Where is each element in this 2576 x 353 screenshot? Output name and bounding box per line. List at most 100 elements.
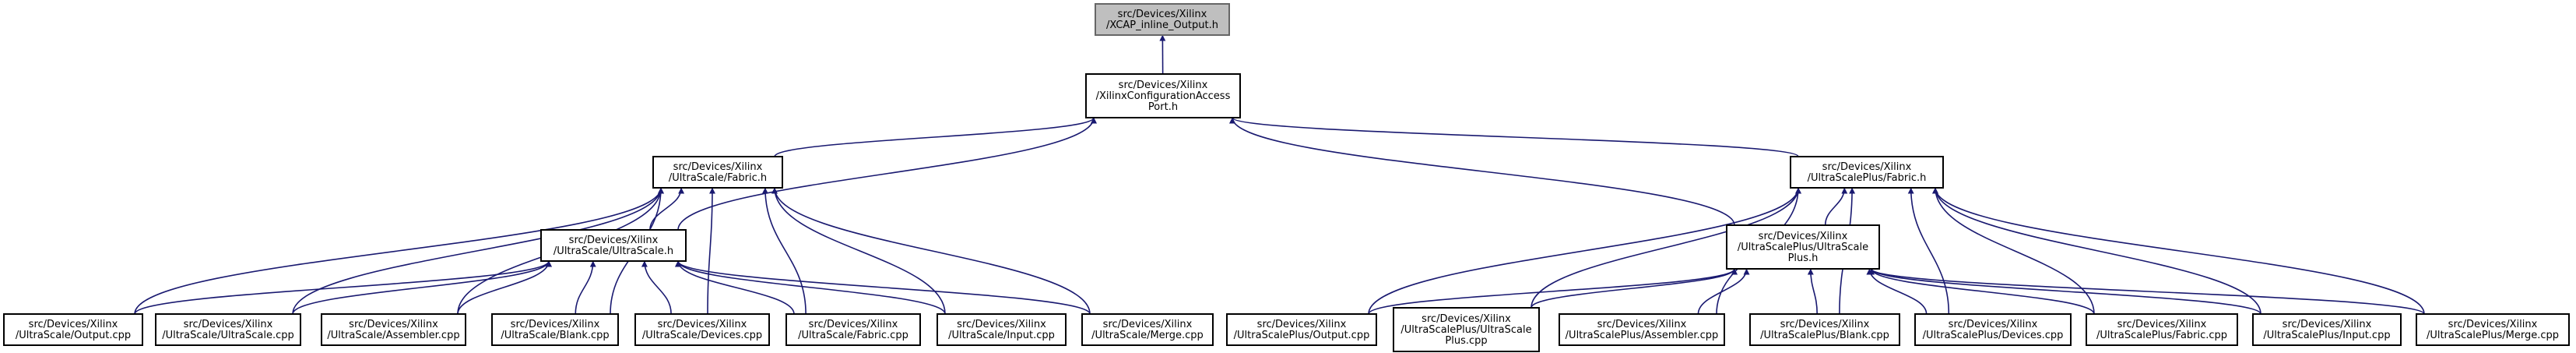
- edge-us_merge_cpp-to-us_fabric_h: [771, 187, 1091, 315]
- edge-usp_ultrascaleplus_cpp-to-usp_ultrascaleplus_h: [1530, 268, 1738, 309]
- node-label-line: src/Devices/Xilinx: [2283, 319, 2372, 330]
- edge-us_assembler_cpp-to-us_ultrascale_h: [457, 260, 552, 315]
- node-us_fabric_h[interactable]: src/Devices/Xilinx/UltraScale/Fabric.h: [652, 156, 783, 189]
- edge-us_ultrascale_cpp-to-us_ultrascale_h: [292, 260, 552, 315]
- node-label-line: /UltraScalePlus/Merge.cpp: [2427, 330, 2559, 341]
- node-label-line: /UltraScalePlus/UltraScale: [1738, 242, 1868, 253]
- node-label-line: src/Devices/Xilinx: [2448, 319, 2538, 330]
- edge-us_fabric_cpp-to-us_ultrascale_h: [675, 260, 795, 315]
- edge-usp_ultrascaleplus_h-to-usp_fabric_h: [1824, 187, 1848, 226]
- node-us_blank_cpp[interactable]: src/Devices/Xilinx/UltraScale/Blank.cpp: [491, 313, 619, 346]
- node-xilinx_cap[interactable]: src/Devices/Xilinx/XilinxConfigurationAc…: [1085, 73, 1241, 118]
- node-label-line: /UltraScale/Fabric.h: [669, 172, 767, 184]
- node-usp_blank_cpp[interactable]: src/Devices/Xilinx/UltraScalePlus/Blank.…: [1749, 313, 1900, 346]
- node-label-line: src/Devices/Xilinx: [1822, 161, 1912, 173]
- edge-usp_devices_cpp-to-usp_fabric_h: [1907, 187, 1950, 315]
- node-us_assembler_cpp[interactable]: src/Devices/Xilinx/UltraScale/Assembler.…: [321, 313, 466, 346]
- edge-us_output_cpp-to-us_ultrascale_h: [134, 260, 552, 315]
- node-label-line: src/Devices/Xilinx: [1597, 319, 1687, 330]
- edge-us_devices_cpp-to-us_fabric_h: [707, 187, 715, 315]
- node-usp_input_cpp[interactable]: src/Devices/Xilinx/UltraScalePlus/Input.…: [2252, 313, 2402, 346]
- node-label-line: src/Devices/Xilinx: [658, 319, 747, 330]
- node-label-line: Plus.h: [1788, 252, 1819, 264]
- node-us_ultrascale_cpp[interactable]: src/Devices/Xilinx/UltraScale/UltraScale…: [155, 313, 301, 346]
- edge-usp_ultrascaleplus_h-to-xilinx_cap: [1229, 117, 1735, 226]
- node-box: [2252, 313, 2402, 346]
- node-box: [3, 313, 143, 346]
- edge-usp_fabric_cpp-to-usp_ultrascaleplus_h: [1868, 268, 2095, 315]
- node-usp_fabric_cpp[interactable]: src/Devices/Xilinx/UltraScalePlus/Fabric…: [2086, 313, 2238, 346]
- node-box: [2086, 313, 2238, 346]
- node-box: [1790, 156, 1944, 189]
- node-box: [937, 313, 1067, 346]
- node-usp_merge_cpp[interactable]: src/Devices/Xilinx/UltraScalePlus/Merge.…: [2416, 313, 2570, 346]
- node-label-line: /UltraScalePlus/Devices.cpp: [1923, 330, 2064, 341]
- edge-usp_output_cpp-to-usp_fabric_h: [1368, 187, 1801, 315]
- node-label-line: /UltraScale/UltraScale.cpp: [162, 330, 294, 341]
- node-box: [1081, 313, 1214, 346]
- node-box: [1749, 313, 1900, 346]
- edge-usp_fabric_cpp-to-usp_fabric_h: [1932, 187, 2095, 315]
- edge-us_devices_cpp-to-us_ultrascale_h: [641, 260, 672, 315]
- node-usp_ultrascaleplus_cpp[interactable]: src/Devices/Xilinx/UltraScalePlus/UltraS…: [1393, 307, 1540, 352]
- edge-us_merge_cpp-to-us_ultrascale_h: [675, 260, 1091, 315]
- edge-us_input_cpp-to-us_fabric_h: [771, 187, 946, 315]
- edge-usp_input_cpp-to-usp_fabric_h: [1932, 187, 2261, 315]
- node-box: [491, 313, 619, 346]
- node-box: [155, 313, 301, 346]
- node-label-line: /UltraScale/Merge.cpp: [1091, 330, 1204, 341]
- node-label-line: src/Devices/Xilinx: [1780, 319, 1870, 330]
- node-box: [785, 313, 921, 346]
- edge-us_output_cpp-to-us_fabric_h: [134, 187, 664, 315]
- edge-usp_assembler_cpp-to-usp_ultrascaleplus_h: [1697, 268, 1750, 315]
- edge-usp_blank_cpp-to-usp_ultrascaleplus_h: [1807, 268, 1818, 315]
- node-usp_devices_cpp[interactable]: src/Devices/Xilinx/UltraScalePlus/Device…: [1914, 313, 2072, 346]
- node-label-line: src/Devices/Xilinx: [349, 319, 438, 330]
- node-us_merge_cpp[interactable]: src/Devices/Xilinx/UltraScale/Merge.cpp: [1081, 313, 1214, 346]
- node-label-line: src/Devices/Xilinx: [957, 319, 1046, 330]
- node-usp_output_cpp[interactable]: src/Devices/Xilinx/UltraScalePlus/Output…: [1226, 313, 1377, 346]
- node-label-line: /UltraScalePlus/Fabric.h: [1808, 172, 1927, 184]
- node-us_input_cpp[interactable]: src/Devices/Xilinx/UltraScale/Input.cpp: [937, 313, 1067, 346]
- node-usp_ultrascaleplus_h[interactable]: src/Devices/Xilinx/UltraScalePlus/UltraS…: [1726, 224, 1880, 270]
- node-label-line: /UltraScale/Fabric.cpp: [798, 330, 908, 341]
- node-label-line: /UltraScalePlus/Assembler.cpp: [1566, 330, 1719, 341]
- node-label-line: /UltraScalePlus/UltraScale: [1400, 324, 1531, 336]
- node-label-line: src/Devices/Xilinx: [184, 319, 273, 330]
- node-label-line: /UltraScale/Blank.cpp: [501, 330, 609, 341]
- node-label-line: src/Devices/Xilinx: [511, 319, 600, 330]
- edge-usp_ultrascaleplus_cpp-to-usp_fabric_h: [1530, 187, 1801, 309]
- node-label-line: /UltraScalePlus/Blank.cpp: [1760, 330, 1889, 341]
- edge-us_blank_cpp-to-us_ultrascale_h: [575, 260, 596, 315]
- node-label-line: src/Devices/Xilinx: [1422, 313, 1511, 325]
- edge-usp_fabric_h-to-xilinx_cap: [1229, 117, 1799, 157]
- node-box: [1226, 313, 1377, 346]
- node-us_devices_cpp[interactable]: src/Devices/Xilinx/UltraScale/Devices.cp…: [634, 313, 770, 346]
- node-label-line: /UltraScalePlus/Fabric.cpp: [2096, 330, 2227, 341]
- node-box: [321, 313, 466, 346]
- edge-usp_devices_cpp-to-usp_ultrascaleplus_h: [1866, 268, 1928, 315]
- node-box: [540, 229, 687, 262]
- node-label-line: src/Devices/Xilinx: [1949, 319, 2038, 330]
- nodes-layer: src/Devices/Xilinx/XCAP_inline_Output.hs…: [3, 3, 2570, 352]
- node-label-line: /UltraScale/Input.cpp: [948, 330, 1055, 341]
- node-label-line: src/Devices/Xilinx: [29, 319, 118, 330]
- node-label-line: /UltraScalePlus/Output.cpp: [1234, 330, 1370, 341]
- node-label-line: /UltraScale/Output.cpp: [16, 330, 131, 341]
- node-us_fabric_cpp[interactable]: src/Devices/Xilinx/UltraScale/Fabric.cpp: [785, 313, 921, 346]
- node-label-line: src/Devices/Xilinx: [569, 235, 659, 246]
- node-us_output_cpp[interactable]: src/Devices/Xilinx/UltraScale/Output.cpp: [3, 313, 143, 346]
- edge-usp_merge_cpp-to-usp_ultrascaleplus_h: [1868, 268, 2425, 315]
- node-us_ultrascale_h[interactable]: src/Devices/Xilinx/UltraScale/UltraScale…: [540, 229, 687, 262]
- edge-us_ultrascale_cpp-to-us_fabric_h: [292, 187, 664, 315]
- node-label-line: /UltraScale/Assembler.cpp: [327, 330, 459, 341]
- node-usp_assembler_cpp[interactable]: src/Devices/Xilinx/UltraScalePlus/Assemb…: [1559, 313, 1725, 346]
- node-usp_fabric_h[interactable]: src/Devices/Xilinx/UltraScalePlus/Fabric…: [1790, 156, 1944, 189]
- edge-us_fabric_cpp-to-us_fabric_h: [761, 187, 807, 315]
- node-label-line: src/Devices/Xilinx: [673, 161, 763, 173]
- node-box: [1095, 3, 1230, 36]
- edge-usp_input_cpp-to-usp_ultrascaleplus_h: [1868, 268, 2261, 315]
- node-box: [1393, 307, 1540, 352]
- node-box: [1726, 224, 1880, 270]
